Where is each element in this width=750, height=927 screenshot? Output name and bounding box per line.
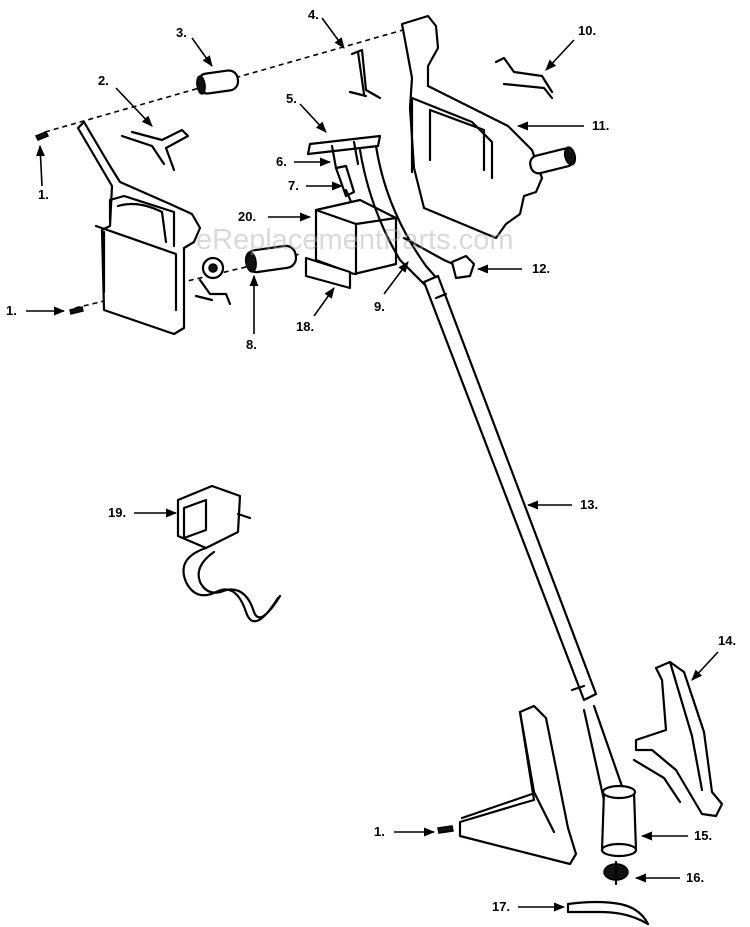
leader-10 xyxy=(545,39,575,71)
charger-part-19 xyxy=(176,484,282,623)
switch-part-6-7 xyxy=(334,164,356,206)
callout-10: 10. xyxy=(578,23,597,38)
clip-part-2 xyxy=(120,128,190,172)
leader-5 xyxy=(299,103,327,133)
callout-17: 17. xyxy=(492,899,511,914)
right-housing-part-11 xyxy=(400,14,577,240)
pad-part-18 xyxy=(304,256,352,290)
roller-part-3 xyxy=(196,69,240,95)
roller-part-8 xyxy=(244,244,298,274)
callout-2: 2. xyxy=(98,73,109,88)
plate-part-5 xyxy=(306,134,382,170)
callout-8: 8. xyxy=(246,337,257,352)
callout-1-top: 1. xyxy=(38,187,49,202)
tube-part-13 xyxy=(422,274,626,802)
left-housing xyxy=(76,120,232,336)
callout-16: 16. xyxy=(686,870,705,885)
callout-5: 5. xyxy=(286,91,297,106)
callout-18: 18. xyxy=(296,319,315,334)
leader-3 xyxy=(191,37,213,67)
strip-part-17 xyxy=(566,900,650,926)
callout-13: 13. xyxy=(580,497,599,512)
callout-11: 11. xyxy=(592,118,610,133)
screw-part-1-mid xyxy=(69,306,84,315)
latch-part-10 xyxy=(494,56,554,100)
callout-19: 19. xyxy=(108,505,127,520)
callout-4: 4. xyxy=(308,7,319,22)
nut-part-12 xyxy=(450,254,476,280)
bracket-part-4 xyxy=(348,48,382,100)
leader-1-top xyxy=(36,144,45,187)
brush-part-16 xyxy=(603,860,629,886)
battery-pack-part-20 xyxy=(314,198,398,276)
watermark-text: eReplacementParts.com xyxy=(196,224,514,256)
floor-base xyxy=(458,704,578,866)
callout-1-bottom: 1. xyxy=(374,824,385,839)
leader-14 xyxy=(691,651,719,681)
leader-2 xyxy=(115,87,153,127)
leader-4 xyxy=(321,17,345,49)
callout-15: 15. xyxy=(694,828,713,843)
leader-9 xyxy=(383,261,409,295)
callout-12: 12. xyxy=(532,261,551,276)
callout-14: 14. xyxy=(718,633,737,648)
callout-6: 6. xyxy=(276,154,287,169)
leader-18 xyxy=(313,287,335,317)
callout-9: 9. xyxy=(374,299,385,314)
callout-1-mid: 1. xyxy=(6,303,17,318)
screw-part-1-top xyxy=(34,131,50,141)
bracket-part-14 xyxy=(632,660,724,818)
screw-part-1-bottom xyxy=(437,825,454,834)
callout-3: 3. xyxy=(176,25,187,40)
callout-20: 20. xyxy=(238,209,257,224)
callout-7: 7. xyxy=(288,178,299,193)
motor-part-15 xyxy=(600,784,638,858)
